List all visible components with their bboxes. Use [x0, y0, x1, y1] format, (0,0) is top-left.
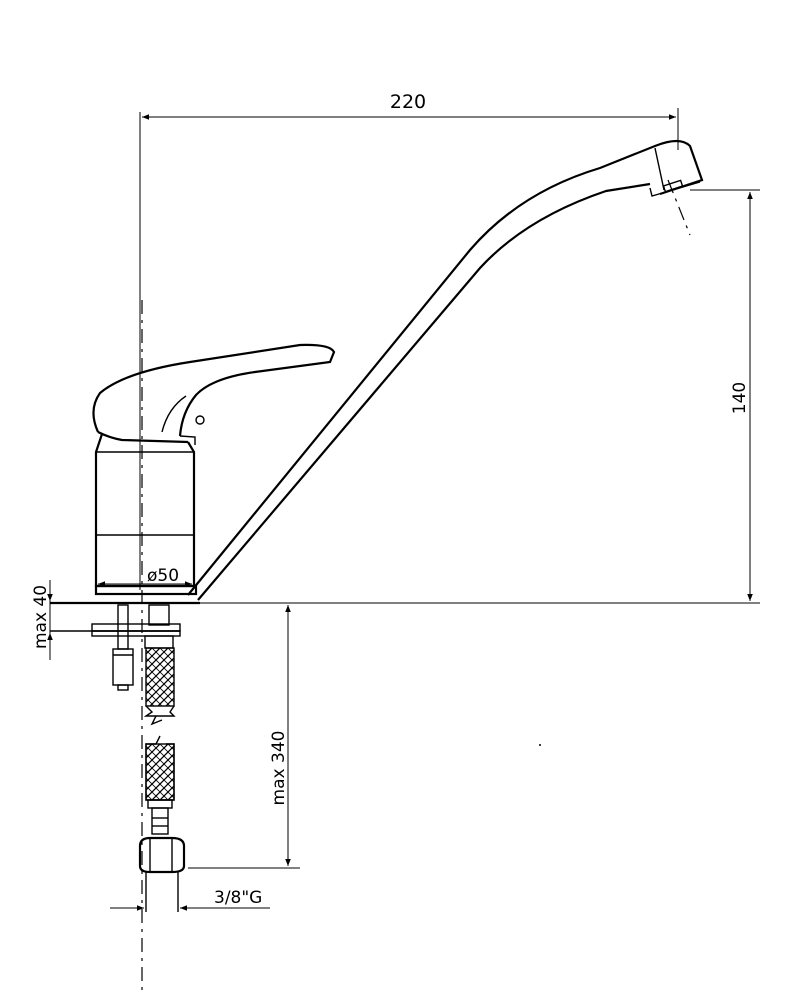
dimension-max-40: max 40 [31, 580, 53, 660]
dimension-thread: 3/8"G [110, 888, 270, 911]
hose-lower [138, 735, 186, 912]
speck [539, 744, 541, 746]
faucet-body: ø50 [94, 433, 198, 596]
dim-label-220: 220 [390, 91, 426, 113]
spout [187, 139, 704, 601]
dim-label-diameter-50: ø50 [147, 566, 179, 586]
dimension-max-340: max 340 [188, 605, 300, 869]
mounting-plate [50, 601, 200, 637]
dimension-220: 220 [139, 91, 679, 590]
dim-label-max-340: max 340 [269, 731, 289, 806]
mounting-stud [112, 604, 134, 691]
dim-label-140: 140 [730, 382, 750, 414]
hose-upper [143, 604, 176, 726]
lever-handle [92, 343, 336, 445]
dim-label-max-40: max 40 [31, 585, 51, 649]
dim-label-thread: 3/8"G [214, 888, 262, 908]
dimension-140: 140 [200, 189, 760, 604]
